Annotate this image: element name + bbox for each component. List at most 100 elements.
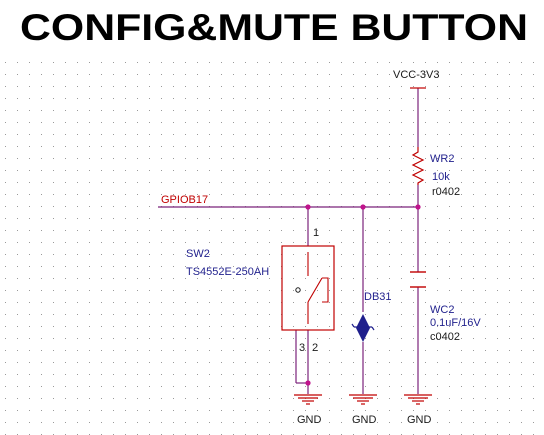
grid-dot: [305, 62, 306, 63]
grid-dot: [149, 62, 150, 63]
grid-dot: [185, 86, 186, 87]
grid-dot: [65, 278, 66, 279]
grid-dot: [41, 98, 42, 99]
grid-dot: [77, 422, 78, 423]
grid-dot: [233, 350, 234, 351]
grid-dot: [245, 230, 246, 231]
grid-dot: [101, 410, 102, 411]
grid-dot: [89, 422, 90, 423]
grid-dot: [161, 158, 162, 159]
grid-dot: [221, 278, 222, 279]
grid-dot: [209, 338, 210, 339]
grid-dot: [257, 398, 258, 399]
grid-dot: [329, 290, 330, 291]
grid-dot: [425, 182, 426, 183]
grid-dot: [209, 302, 210, 303]
grid-dot: [173, 326, 174, 327]
grid-dot: [233, 230, 234, 231]
grid-dot: [329, 398, 330, 399]
grid-dot: [509, 194, 510, 195]
grid-dot: [269, 302, 270, 303]
grid-dot: [293, 326, 294, 327]
grid-dot: [425, 278, 426, 279]
grid-dot: [101, 266, 102, 267]
grid-dot: [29, 422, 30, 423]
grid-dot: [437, 374, 438, 375]
grid-dot: [209, 62, 210, 63]
grid-dot: [17, 278, 18, 279]
grid-dot: [389, 410, 390, 411]
grid-dot: [221, 218, 222, 219]
cap-gnd-label: GND: [407, 414, 432, 426]
grid-dot: [449, 338, 450, 339]
grid-dot: [401, 242, 402, 243]
grid-dot: [41, 386, 42, 387]
grid-dot: [377, 122, 378, 123]
grid-dot: [413, 254, 414, 255]
grid-dot: [473, 206, 474, 207]
grid-dot: [185, 278, 186, 279]
grid-dot: [221, 110, 222, 111]
grid-dot: [485, 122, 486, 123]
grid-dot: [5, 122, 6, 123]
grid-dot: [473, 110, 474, 111]
grid-dot: [437, 62, 438, 63]
grid-dot: [341, 62, 342, 63]
grid-dot: [257, 242, 258, 243]
grid-dot: [173, 74, 174, 75]
grid-dot: [77, 110, 78, 111]
grid-dot: [377, 254, 378, 255]
capacitor-footprint: c0402: [430, 331, 460, 343]
grid-dot: [389, 146, 390, 147]
grid-dot: [209, 146, 210, 147]
grid-dot: [509, 290, 510, 291]
grid-dot: [89, 278, 90, 279]
grid-dot: [29, 314, 30, 315]
grid-dot: [173, 266, 174, 267]
grid-dot: [185, 398, 186, 399]
grid-dot: [257, 86, 258, 87]
grid-dot: [269, 110, 270, 111]
grid-dot: [137, 326, 138, 327]
grid-dot: [449, 98, 450, 99]
grid-dot: [329, 134, 330, 135]
grid-dot: [401, 422, 402, 423]
grid-dot: [197, 194, 198, 195]
grid-dot: [329, 314, 330, 315]
grid-dot: [293, 290, 294, 291]
grid-dot: [293, 146, 294, 147]
grid-dot: [221, 62, 222, 63]
grid-dot: [197, 338, 198, 339]
grid-dot: [101, 62, 102, 63]
grid-dot: [17, 362, 18, 363]
grid-dot: [401, 362, 402, 363]
grid-dot: [461, 206, 462, 207]
grid-dot: [425, 218, 426, 219]
grid-dot: [233, 110, 234, 111]
grid-dot: [197, 146, 198, 147]
grid-dot: [113, 290, 114, 291]
grid-dot: [281, 422, 282, 423]
grid-dot: [521, 242, 522, 243]
grid-dot: [101, 326, 102, 327]
grid-dot: [329, 362, 330, 363]
grid-dot: [245, 62, 246, 63]
grid-dot: [185, 62, 186, 63]
grid-dot: [341, 410, 342, 411]
grid-dot: [209, 386, 210, 387]
grid-dot: [533, 110, 534, 111]
grid-dot: [113, 266, 114, 267]
grid-dot: [221, 422, 222, 423]
grid-dot: [173, 314, 174, 315]
grid-dot: [113, 98, 114, 99]
grid-dot: [65, 314, 66, 315]
grid-dot: [473, 290, 474, 291]
background-grid: [5, 62, 534, 435]
grid-dot: [329, 170, 330, 171]
grid-dot: [521, 254, 522, 255]
diode-gnd-label: GND: [352, 414, 377, 426]
grid-dot: [473, 410, 474, 411]
grid-dot: [65, 350, 66, 351]
grid-dot: [497, 206, 498, 207]
grid-dot: [341, 362, 342, 363]
